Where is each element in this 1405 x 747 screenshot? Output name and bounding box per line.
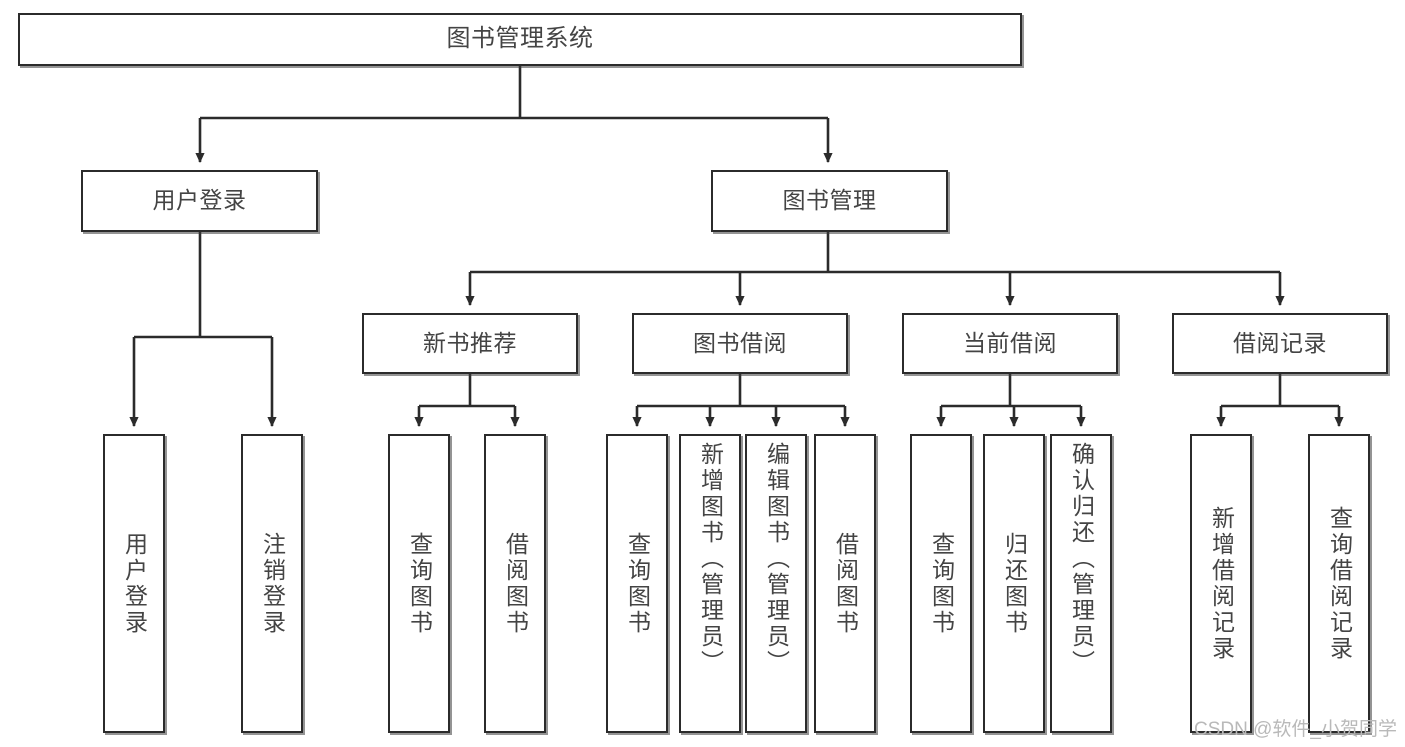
node-leaf-query-book-3-label: 查询图书 <box>928 531 955 636</box>
node-borrow-record-label: 借阅记录 <box>1233 329 1327 356</box>
node-user-login-label: 用户登录 <box>152 187 247 214</box>
node-leaf-add-record[interactable]: 新增借阅记录 <box>1190 434 1252 733</box>
node-current-borrow-label: 当前借阅 <box>963 329 1057 356</box>
node-leaf-query-book-3[interactable]: 查询图书 <box>910 434 972 733</box>
node-leaf-query-record-label: 查询借阅记录 <box>1326 505 1353 662</box>
node-leaf-borrow-book-2[interactable]: 借阅图书 <box>814 434 876 733</box>
node-leaf-query-record[interactable]: 查询借阅记录 <box>1308 434 1370 733</box>
node-leaf-query-book-1[interactable]: 查询图书 <box>388 434 450 733</box>
watermark: CSDN @软件_小贺同学 <box>1194 719 1397 740</box>
node-root[interactable]: 图书管理系统 <box>18 13 1022 66</box>
node-leaf-add-book-label: 新增图书（管理员） <box>697 442 724 676</box>
node-leaf-confirm-return[interactable]: 确认归还（管理员） <box>1050 434 1112 733</box>
node-book-manage-label: 图书管理 <box>782 187 877 214</box>
node-leaf-user-login-label: 用户登录 <box>121 531 148 636</box>
node-leaf-borrow-book-1[interactable]: 借阅图书 <box>484 434 546 733</box>
node-book-manage[interactable]: 图书管理 <box>711 170 948 232</box>
node-leaf-logout-label: 注销登录 <box>259 531 286 636</box>
node-new-book-rec[interactable]: 新书推荐 <box>362 313 578 374</box>
node-leaf-edit-book-label: 编辑图书（管理员） <box>763 442 790 676</box>
node-root-label: 图书管理系统 <box>446 25 594 53</box>
node-leaf-confirm-return-label: 确认归还（管理员） <box>1068 442 1095 676</box>
node-leaf-borrow-book-2-label: 借阅图书 <box>832 531 859 636</box>
node-current-borrow[interactable]: 当前借阅 <box>902 313 1118 374</box>
node-leaf-return-book-label: 归还图书 <box>1001 531 1028 636</box>
node-book-borrow[interactable]: 图书借阅 <box>632 313 848 374</box>
node-leaf-return-book[interactable]: 归还图书 <box>983 434 1045 733</box>
node-leaf-edit-book[interactable]: 编辑图书（管理员） <box>745 434 807 733</box>
node-leaf-query-book-2[interactable]: 查询图书 <box>606 434 668 733</box>
node-leaf-query-book-2-label: 查询图书 <box>624 531 651 636</box>
node-book-borrow-label: 图书借阅 <box>693 329 787 356</box>
node-leaf-query-book-1-label: 查询图书 <box>406 531 433 636</box>
node-leaf-logout[interactable]: 注销登录 <box>241 434 303 733</box>
node-new-book-rec-label: 新书推荐 <box>423 329 517 356</box>
node-leaf-add-record-label: 新增借阅记录 <box>1208 505 1235 662</box>
node-leaf-user-login[interactable]: 用户登录 <box>103 434 165 733</box>
node-borrow-record[interactable]: 借阅记录 <box>1172 313 1388 374</box>
node-user-login[interactable]: 用户登录 <box>81 170 318 232</box>
node-leaf-borrow-book-1-label: 借阅图书 <box>502 531 529 636</box>
node-leaf-add-book[interactable]: 新增图书（管理员） <box>679 434 741 733</box>
